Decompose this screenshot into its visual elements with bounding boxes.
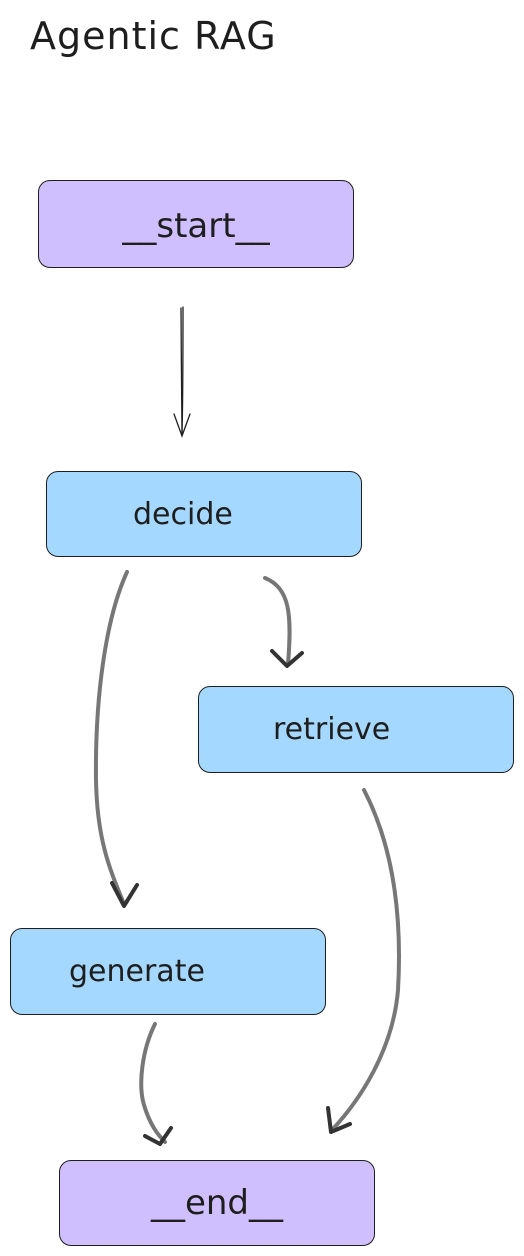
node-retrieve-label: retrieve bbox=[273, 712, 391, 747]
edge-decide-to-generate bbox=[93, 570, 139, 908]
node-decide-label: decide bbox=[133, 496, 233, 532]
node-end[interactable]: __end__ bbox=[59, 1160, 375, 1246]
edge-retrieve-to-end bbox=[326, 788, 401, 1134]
node-retrieve[interactable]: retrieve bbox=[198, 686, 514, 773]
diagram-title: Agentic RAG bbox=[30, 14, 277, 58]
arrowhead-icon bbox=[326, 1106, 352, 1134]
edge-generate-to-end bbox=[139, 1022, 173, 1146]
node-generate[interactable]: generate bbox=[10, 928, 326, 1015]
arrowhead-icon bbox=[173, 413, 191, 438]
node-start[interactable]: __start__ bbox=[38, 180, 354, 268]
node-generate-label: generate bbox=[69, 954, 205, 989]
edge-decide-to-retrieve bbox=[263, 576, 304, 668]
arrowhead-icon bbox=[270, 649, 304, 668]
node-end-label: __end__ bbox=[150, 1183, 284, 1223]
node-start-label: __start__ bbox=[122, 206, 270, 246]
arrowhead-icon bbox=[110, 881, 139, 908]
arrowhead-icon bbox=[143, 1126, 173, 1146]
edge-start-to-decide bbox=[173, 306, 191, 438]
node-decide[interactable]: decide bbox=[46, 471, 362, 557]
